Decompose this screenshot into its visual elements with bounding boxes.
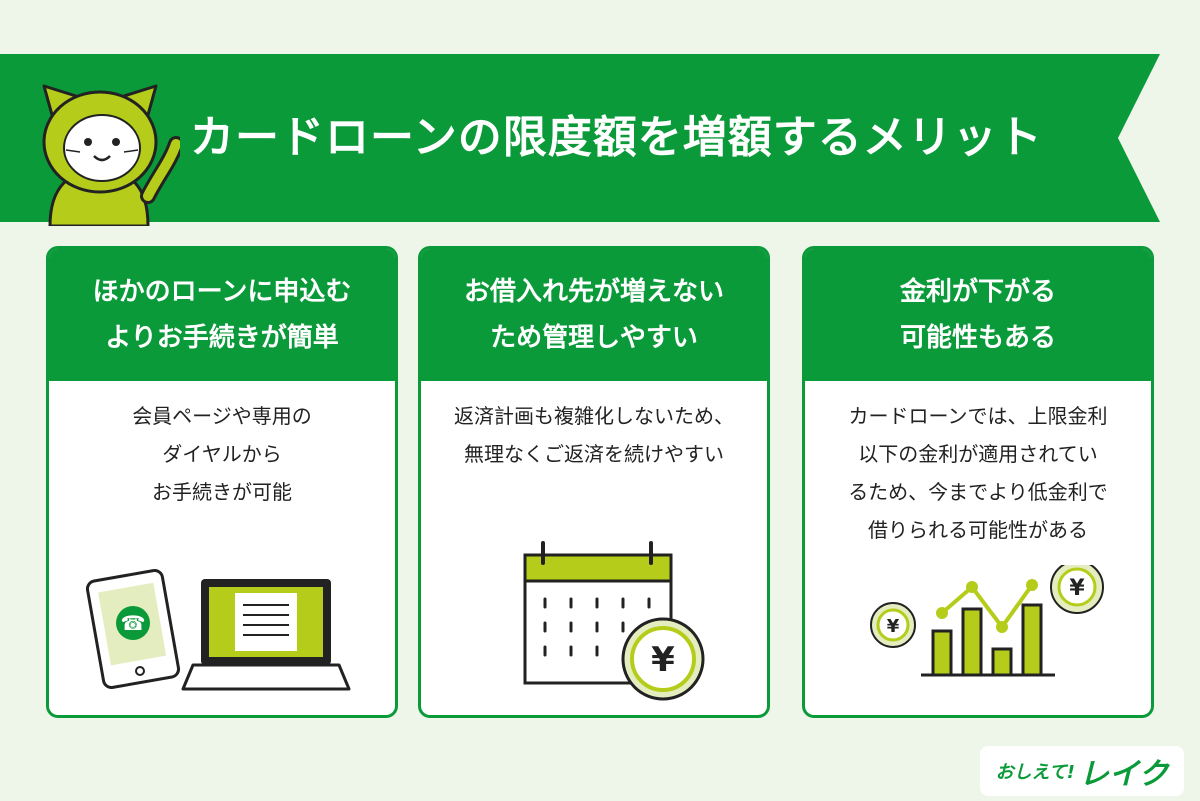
card-text-line: 返済計画も複雑化しないため、 <box>454 404 734 428</box>
card-text-line: ダイヤルから <box>162 442 282 466</box>
card-heading: お借入れ先が増えない ため管理しやすい <box>421 249 767 381</box>
card-text-line: 会員ページや専用の <box>132 404 312 428</box>
logo-brand: レイク <box>1078 757 1169 792</box>
card-illustration: ¥ <box>523 541 705 701</box>
yen-coin-icon: ¥ <box>870 602 916 648</box>
card-heading-line: 金利が下がる <box>899 277 1056 307</box>
benefit-card-easy-procedure: ほかのローンに申込む よりお手続きが簡単 会員ページや専用の ダイヤルから お手… <box>46 246 398 718</box>
card-heading-line: 可能性もある <box>899 323 1056 353</box>
card-description: カードローンでは、上限金利 以下の金利が適用されてい るため、今までより低金利で… <box>805 381 1151 549</box>
svg-text:¥: ¥ <box>1069 576 1085 601</box>
banner-ribbon <box>0 54 1160 222</box>
brand-logo: おしえて! レイク <box>980 746 1184 796</box>
card-heading-line: ほかのローンに申込む <box>92 277 352 307</box>
card-heading-line: ため管理しやすい <box>490 323 698 353</box>
cat-mascot-icon <box>42 84 180 226</box>
card-description: 会員ページや専用の ダイヤルから お手続きが可能 <box>49 381 395 511</box>
card-illustration: ¥ ¥ <box>870 565 1104 677</box>
card-text-line: るため、今までより低金利で <box>848 480 1108 504</box>
card-text-line: 以下の金利が適用されてい <box>858 442 1098 466</box>
smartphone-call-icon: ☎ <box>85 568 181 690</box>
svg-text:¥: ¥ <box>887 616 900 637</box>
yen-coin-icon: ¥ <box>621 617 705 701</box>
bar-chart-icon <box>921 579 1055 677</box>
benefit-card-easy-management: お借入れ先が増えない ため管理しやすい 返済計画も複雑化しないため、 無理なくご… <box>418 246 770 718</box>
svg-text:☎: ☎ <box>121 611 146 635</box>
card-text-line: 無理なくご返済を続けやすい <box>464 442 724 466</box>
yen-coin-icon: ¥ <box>1050 565 1104 614</box>
card-illustration: ☎ <box>85 568 351 691</box>
title-banner: カードローンの限度額を増額するメリット <box>0 54 1160 222</box>
page-title: カードローンの限度額を増額するメリット <box>190 112 1043 163</box>
card-text-line: お手続きが可能 <box>152 480 292 504</box>
card-text-line: 借りられる可能性がある <box>868 518 1088 542</box>
card-heading: ほかのローンに申込む よりお手続きが簡単 <box>49 249 395 381</box>
card-heading-line: よりお手続きが簡単 <box>105 323 339 353</box>
card-heading-line: お借入れ先が増えない <box>463 277 724 307</box>
laptop-document-icon <box>181 579 351 691</box>
benefit-card-lower-interest: 金利が下がる 可能性もある カードローンでは、上限金利 以下の金利が適用されてい… <box>802 246 1154 718</box>
logo-prefix: おしえて! <box>995 762 1075 783</box>
card-heading: 金利が下がる 可能性もある <box>805 249 1151 381</box>
card-text-line: カードローンでは、上限金利 <box>848 404 1108 428</box>
svg-text:¥: ¥ <box>651 640 675 680</box>
card-description: 返済計画も複雑化しないため、 無理なくご返済を続けやすい <box>421 381 767 473</box>
